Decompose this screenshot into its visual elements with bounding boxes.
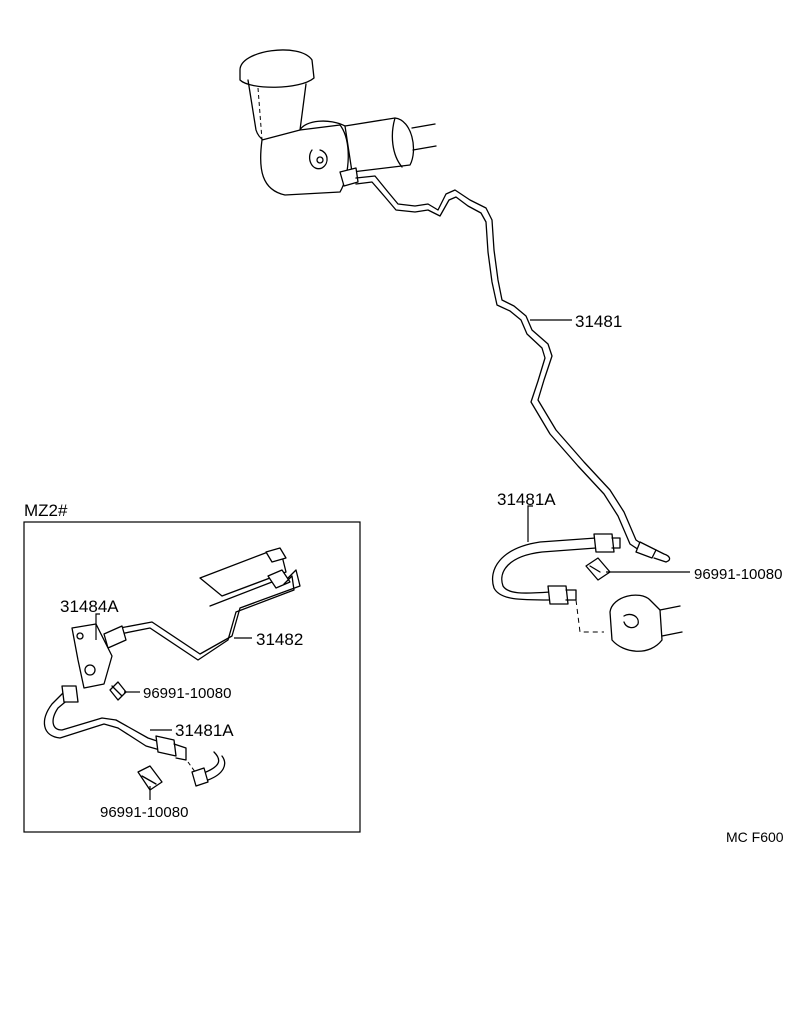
label-31481A-main: 31481A <box>497 490 556 509</box>
figure-code: MC F600 <box>726 829 784 845</box>
label-96991-10080-inset-lower: 96991-10080 <box>100 804 188 821</box>
label-31484A: 31484A <box>60 597 119 616</box>
inset-release-line <box>187 751 226 787</box>
release-cylinder <box>575 594 683 652</box>
callout-96991-10080-inset-upper: 96991-10080 <box>124 685 231 702</box>
clutch-pipe-31481 <box>355 175 671 563</box>
label-31481A-inset: 31481A <box>175 721 234 740</box>
callout-31481: 31481 <box>530 312 622 331</box>
inset-clip-upper <box>109 681 127 701</box>
master-cylinder <box>239 49 437 196</box>
label-96991-10080-inset-upper: 96991-10080 <box>143 685 231 702</box>
callout-31482: 31482 <box>234 630 303 649</box>
flexible-hose-31481A <box>491 533 621 605</box>
inset-clip-lower <box>137 765 163 791</box>
label-31482: 31482 <box>256 630 303 649</box>
inset-hose-31481A <box>43 685 187 761</box>
callout-96991-10080-inset-lower: 96991-10080 <box>100 786 188 821</box>
callout-31484A: 31484A <box>60 597 119 640</box>
callout-31481A-main: 31481A <box>497 490 556 542</box>
callout-96991-10080-main: 96991-10080 <box>606 566 782 583</box>
inset-frame <box>23 521 361 833</box>
inset-title: MZ2# <box>24 501 68 520</box>
hose-clip-main <box>585 557 611 581</box>
label-31481: 31481 <box>575 312 622 331</box>
inset-pipe-31482 <box>103 569 301 661</box>
callout-31481A-inset: 31481A <box>150 721 234 740</box>
inset-master-cylinder <box>199 547 291 607</box>
label-96991-10080-main: 96991-10080 <box>694 566 782 583</box>
